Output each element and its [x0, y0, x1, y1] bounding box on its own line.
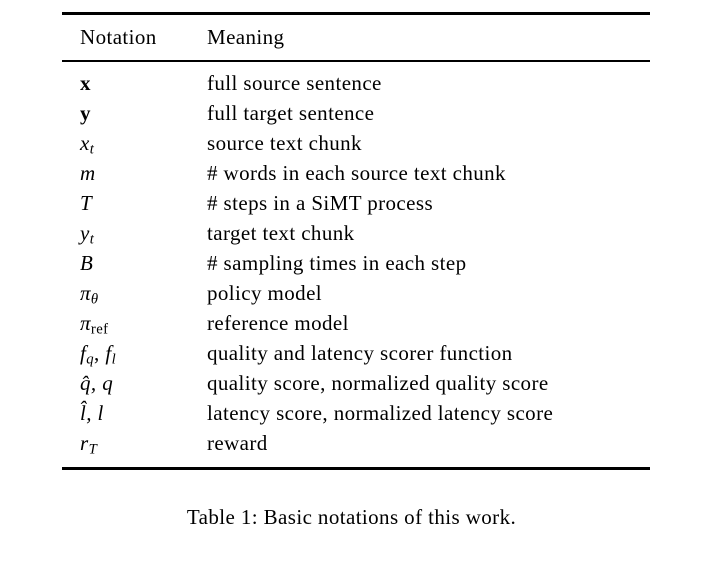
notation-symbol: x [80, 131, 90, 155]
meaning-cell: full source sentence [207, 71, 382, 95]
notation-cell: y [62, 98, 207, 128]
notation-symbol: T [80, 191, 93, 215]
notation-table: Notation Meaning x full source sentence y f… [62, 12, 650, 470]
column-header-notation: Notation [80, 25, 157, 49]
notation-symbol: , [94, 341, 106, 365]
notation-symbol: y [80, 101, 91, 125]
notation-symbol: q [86, 351, 94, 368]
meaning-cell: full target sentence [207, 101, 375, 125]
meaning-cell: latency score, normalized latency score [207, 401, 554, 425]
notation-symbol: x [80, 71, 91, 95]
notation-cell: q̂, q [62, 368, 207, 398]
notation-symbol: l [111, 351, 117, 368]
meaning-cell: policy model [207, 281, 323, 305]
notation-symbol: t [89, 231, 95, 248]
table-row: T # steps in a SiMT process [62, 188, 650, 218]
table-mid-rule [62, 60, 650, 62]
notation-symbol: ref [90, 321, 109, 338]
table-row: m # words in each source text chunk [62, 158, 650, 188]
table-row: l̂, l latency score, normalized latency s… [62, 398, 650, 428]
notation-symbol: B [80, 251, 94, 275]
notation-symbol: m [80, 161, 96, 185]
notation-cell: rT [62, 428, 207, 458]
meaning-cell: source text chunk [207, 131, 362, 155]
table-header-row: Notation Meaning [62, 15, 650, 60]
table-row: y full target sentence [62, 98, 650, 128]
notation-symbol: f [105, 341, 112, 365]
notation-cell: fq, fl [62, 338, 207, 368]
notation-cell: yt [62, 218, 207, 248]
table-row: q̂, q quality score, normalized quality s… [62, 368, 650, 398]
notation-symbol: y [80, 221, 90, 245]
notation-symbol: f [80, 341, 87, 365]
notation-symbol: q̂, q [80, 371, 114, 395]
notation-cell: T [62, 188, 207, 218]
notation-symbol: π [80, 311, 91, 335]
notation-symbol: t [89, 141, 95, 158]
notation-symbol: r [80, 431, 89, 455]
table-top-rule [62, 12, 650, 15]
meaning-cell: reward [207, 431, 268, 455]
notation-cell: l̂, l [62, 398, 207, 428]
notation-cell: x [62, 68, 207, 98]
table-body: x full source sentence y full target senten… [62, 62, 650, 467]
notation-cell: m [62, 158, 207, 188]
table-caption: Table 1: Basic notations of this work. [186, 505, 517, 529]
notation-cell: πθ [62, 278, 207, 308]
table-row: B # sampling times in each step [62, 248, 650, 278]
meaning-cell: # sampling times in each step [207, 251, 467, 275]
notation-symbol: l̂, l [80, 401, 104, 425]
meaning-cell: # steps in a SiMT process [207, 191, 434, 215]
notation-cell: xt [62, 128, 207, 158]
notation-cell: B [62, 248, 207, 278]
notation-symbol: π [80, 281, 91, 305]
meaning-cell: # words in each source text chunk [207, 161, 506, 185]
meaning-cell: quality score, normalized quality score [207, 371, 549, 395]
table-row: x full source sentence [62, 68, 650, 98]
table-bottom-rule [62, 467, 650, 470]
notation-cell: πref [62, 308, 207, 338]
notation-symbol: T [88, 441, 98, 458]
meaning-cell: target text chunk [207, 221, 355, 245]
column-header-meaning: Meaning [207, 25, 285, 49]
meaning-cell: quality and latency scorer function [207, 341, 513, 365]
meaning-cell: reference model [207, 311, 349, 335]
notation-symbol: θ [90, 291, 99, 308]
